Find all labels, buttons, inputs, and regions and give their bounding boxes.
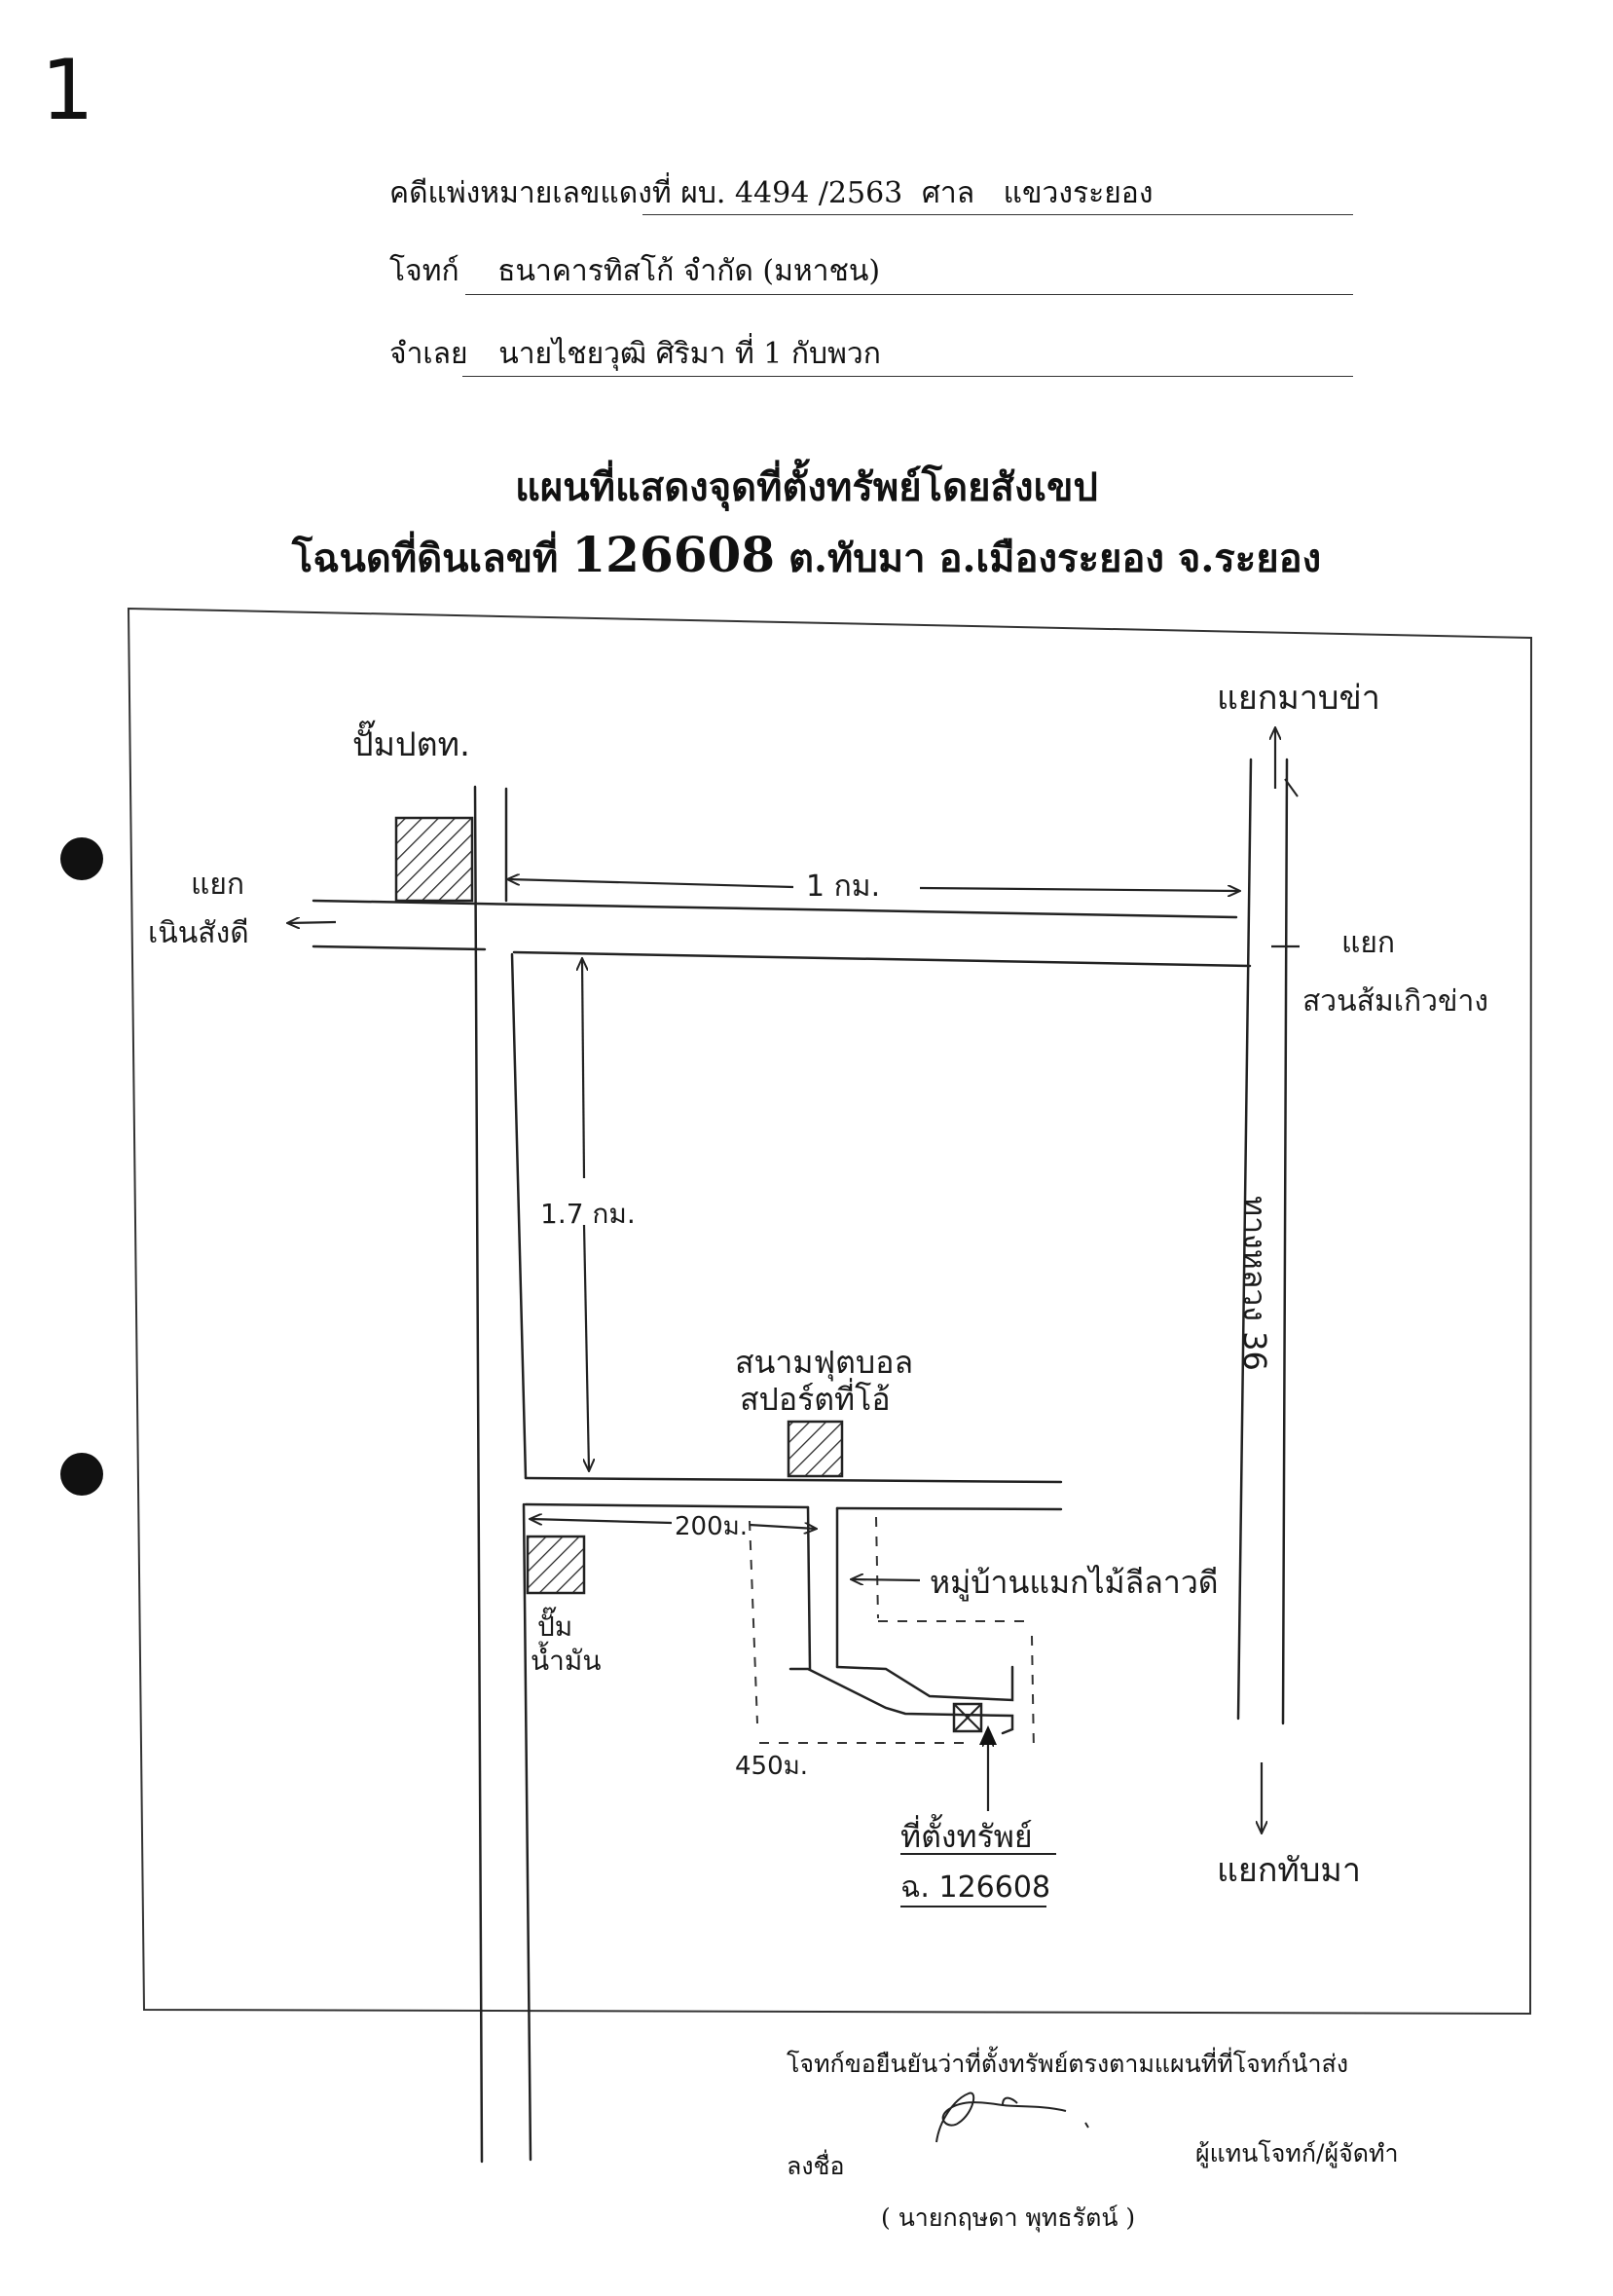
defendant-name: นายไชยวุฒิ ศิริมา ที่ 1 กับพวก bbox=[498, 337, 881, 371]
plaintiff-row: โจทก์ ธนาคารทิสโก้ จำกัด (มหาชน) bbox=[389, 248, 880, 294]
label-highway: ทางหลวง 36 bbox=[1236, 1196, 1273, 1371]
road-top-lower-right bbox=[512, 950, 1252, 968]
arrow-1km bbox=[508, 879, 794, 889]
map-frame bbox=[127, 607, 1533, 2016]
gas-station-ptt bbox=[394, 816, 474, 903]
defendant-label: จำเลย bbox=[389, 337, 468, 371]
arrow-17km-top bbox=[582, 959, 584, 1179]
oil-station bbox=[526, 1535, 586, 1595]
road-top-upper bbox=[312, 899, 1238, 919]
arrow-left-junction bbox=[288, 922, 337, 923]
soi-bend-lower bbox=[788, 1667, 1014, 1735]
plaintiff-name: ธนาคารทิสโก้ จำกัด (มหาชน) bbox=[497, 254, 881, 288]
label-gas-station: ปั๊มปตท. bbox=[352, 720, 470, 764]
label-stadium-2: สปอร์ตที่โอ้ bbox=[740, 1378, 891, 1418]
boundary-mid-v bbox=[875, 1516, 879, 1619]
label-left-junction-2: เนินสังดี bbox=[148, 916, 249, 950]
road-left-d bbox=[522, 1502, 532, 2162]
road-left-a bbox=[473, 785, 484, 2164]
signature bbox=[935, 2092, 1089, 2143]
label-property-2: ฉ. 126608 bbox=[900, 1870, 1050, 1905]
label-stadium-1: สนามฟุตบอล bbox=[735, 1344, 913, 1382]
plaintiff-label: โจทก์ bbox=[389, 254, 459, 288]
label-right-junction-1: แยก bbox=[1341, 926, 1395, 960]
boundary-right bbox=[1031, 1635, 1035, 1754]
soi-left bbox=[806, 1505, 812, 1671]
road-left-c bbox=[510, 952, 528, 1480]
label-distance-17km: 1.7 กม. bbox=[540, 1198, 636, 1230]
page-mark: 1 bbox=[41, 42, 94, 139]
label-property-1: ที่ตั้งทรัพย์ bbox=[900, 1814, 1033, 1855]
role-text: ผู้แทนโจทก์/ผู้จัดทำ bbox=[1195, 2139, 1399, 2167]
sign-label: ลงชื่อ bbox=[787, 2152, 845, 2180]
map-title: แผนที่แสดงจุดที่ตั้งทรัพย์โดยสังเขป bbox=[515, 464, 1098, 510]
label-distance-450m: 450ม. bbox=[735, 1752, 808, 1781]
label-oil-1: ปั๊ม bbox=[537, 1607, 572, 1643]
boundary-left bbox=[749, 1520, 758, 1724]
case-label: คดีแพ่งหมายเลขแดงที่ bbox=[389, 176, 672, 210]
label-distance-200m: 200ม. bbox=[675, 1512, 748, 1541]
road-top-lower bbox=[312, 944, 487, 951]
plaintiff-underline bbox=[465, 294, 1353, 295]
signer-name: ( นายกฤษดา พุทธรัตน์ ) bbox=[881, 2203, 1136, 2232]
label-left-junction-1: แยก bbox=[191, 868, 244, 902]
highway-left bbox=[1236, 758, 1253, 1721]
property-marker bbox=[952, 1702, 983, 1733]
deed-prefix: โฉนดที่ดินเลขที่ bbox=[291, 536, 559, 581]
punch-hole bbox=[60, 1453, 103, 1496]
label-top-junction: แยกมาบข่า bbox=[1217, 679, 1380, 718]
football-stadium bbox=[787, 1420, 844, 1478]
side-road-lower bbox=[524, 1502, 810, 1509]
defendant-underline bbox=[462, 376, 1353, 377]
deed-location: ต.ทับมา อ.เมืองระยอง จ.ระยอง bbox=[788, 536, 1322, 581]
deed-number: 126608 bbox=[571, 526, 776, 583]
arrow-village bbox=[852, 1579, 921, 1580]
case-number: ผบ. 4494 /2563 bbox=[680, 176, 903, 210]
soi-bend-upper bbox=[835, 1665, 1014, 1702]
arrow-17km-bottom bbox=[584, 1224, 589, 1470]
label-right-junction-2: สวนส้มเกิวข่าง bbox=[1302, 984, 1488, 1018]
court-label: ศาล bbox=[921, 176, 975, 210]
label-bottom-junction: แยกทับมา bbox=[1217, 1851, 1361, 1890]
label-oil-2: น้ำมัน bbox=[531, 1641, 601, 1677]
deed-title: โฉนดที่ดินเลขที่ 126608 ต.ทับมา อ.เมืองร… bbox=[0, 526, 1613, 589]
case-underline bbox=[642, 214, 1353, 215]
defendant-row: จำเลย นายไชยวุฒิ ศิริมา ที่ 1 กับพวก bbox=[389, 331, 881, 377]
confirm-text: โจทก์ขอยืนยันว่าที่ตั้งทรัพย์ตรงตามแผนที… bbox=[787, 2050, 1349, 2078]
label-distance-1km: 1 กม. bbox=[806, 870, 880, 904]
side-road-upper bbox=[524, 1476, 1063, 1484]
court-name: แขวงระยอง bbox=[1003, 176, 1154, 210]
side-road-lower-b bbox=[835, 1506, 1063, 1511]
label-village: หมู่บ้านแมกไม้ลีลาวดี bbox=[930, 1564, 1219, 1602]
arrow-200m bbox=[531, 1519, 673, 1523]
property-arrow-head bbox=[979, 1725, 997, 1745]
punch-hole bbox=[60, 837, 103, 880]
case-row: คดีแพ่งหมายเลขแดงที่ ผบ. 4494 /2563 ศาล … bbox=[389, 170, 1153, 216]
highway-right bbox=[1281, 758, 1289, 1725]
